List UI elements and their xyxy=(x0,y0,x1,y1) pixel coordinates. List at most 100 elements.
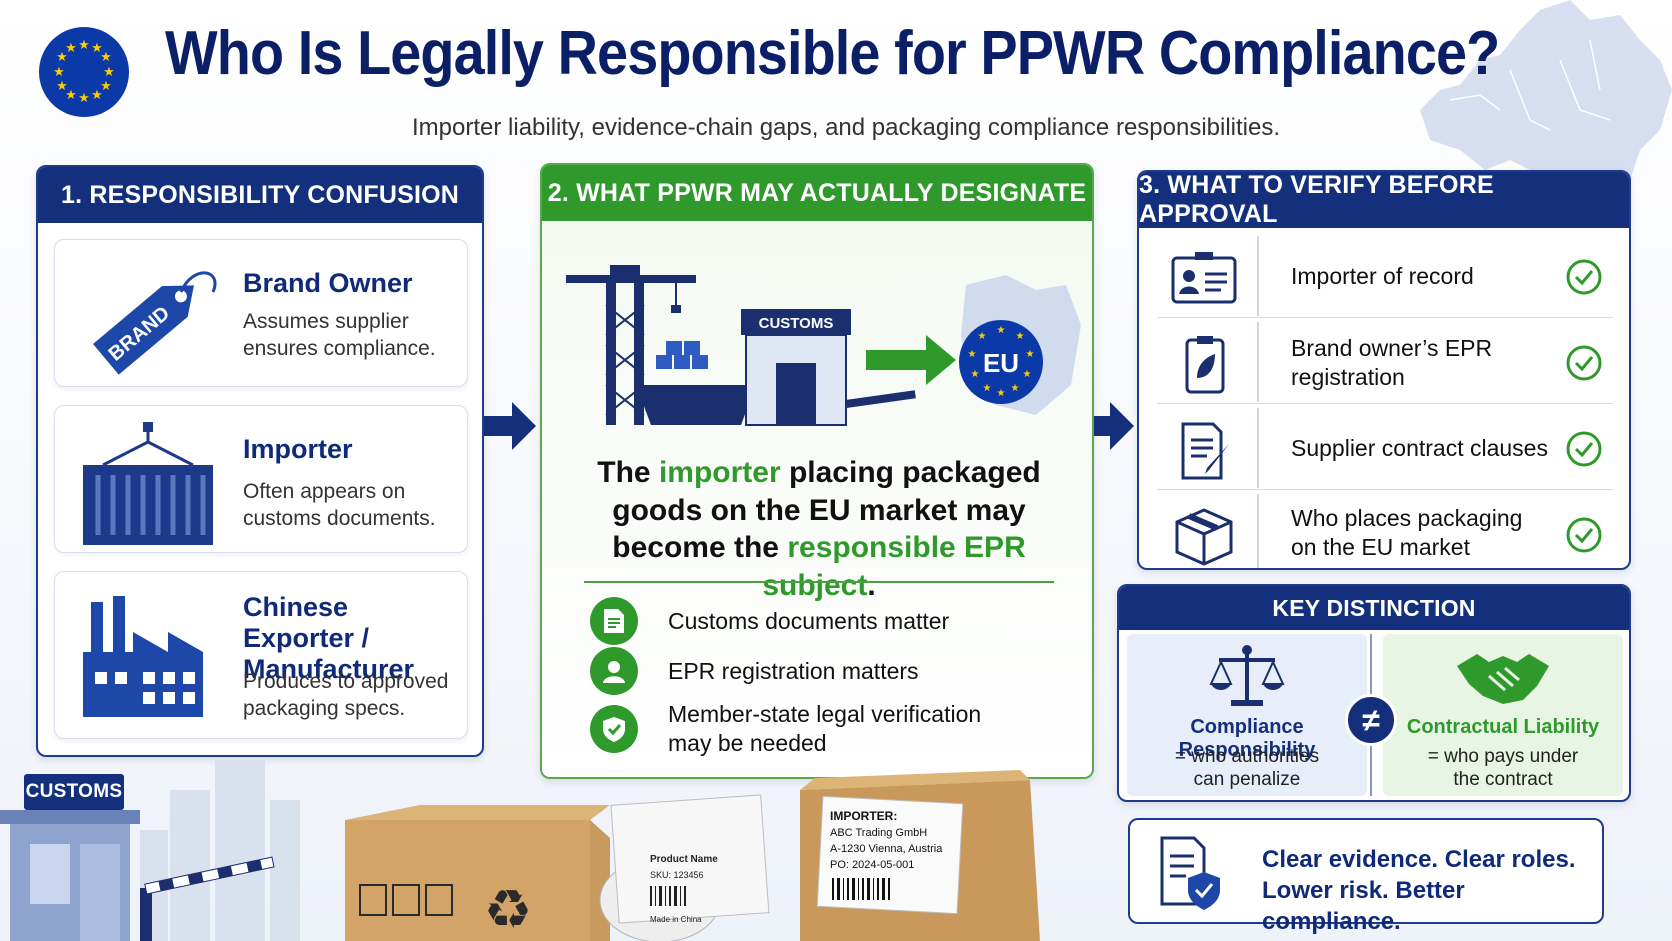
svg-text:★: ★ xyxy=(78,38,90,53)
id-card-icon xyxy=(1171,252,1237,304)
recycle-icon: ♻ xyxy=(484,878,532,941)
panel1-heading: 1. RESPONSIBILITY CONFUSION xyxy=(38,167,482,223)
shield-check-icon xyxy=(590,705,638,753)
not-equal-symbol: ≠ xyxy=(1345,694,1397,746)
svg-text:★: ★ xyxy=(1016,331,1025,342)
epr-registration-text: EPR registration matters xyxy=(668,657,919,684)
page-title: Who Is Legally Responsible for PPWR Comp… xyxy=(165,19,1500,88)
bottom-scene-illustration: ♻ Product Name SKU: 123456 Made in China… xyxy=(0,760,1040,941)
check-circle-icon xyxy=(1566,345,1602,381)
eu-seal-label: EU xyxy=(983,348,1019,378)
brand-owner-desc: Assumes supplier ensures compliance. xyxy=(243,310,436,361)
check-circle-icon xyxy=(1566,431,1602,467)
product-label-sku: SKU: 123456 xyxy=(650,870,704,880)
responsibility-confusion-panel: 1. RESPONSIBILITY CONFUSION BRAND Brand … xyxy=(36,165,484,757)
contract-pen-icon xyxy=(1181,422,1229,480)
customs-documents-item: Customs documents matter xyxy=(590,597,949,645)
importer-label-name: ABC Trading GmbH xyxy=(830,827,927,839)
brand-owner-card: BRAND Brand Owner Assumes supplier ensur… xyxy=(54,239,468,387)
page-subtitle: Importer liability, evidence-chain gaps,… xyxy=(412,114,1281,141)
contractual-liability-title: Contractual Liability xyxy=(1406,716,1600,738)
legal-verification-text: Member-state legal verification may be n… xyxy=(668,701,982,756)
exporter-desc: Produces to approved packaging specs. xyxy=(243,670,449,721)
svg-text:★: ★ xyxy=(78,91,90,106)
svg-text:★: ★ xyxy=(997,388,1006,399)
exporter-title: Chinese Exporter / Manufacturer xyxy=(243,592,415,685)
svg-text:★: ★ xyxy=(997,325,1006,336)
clipboard-leaf-icon xyxy=(1185,336,1225,394)
verify-row: Who places packaging on the EU market xyxy=(1157,490,1613,568)
svg-text:★: ★ xyxy=(1023,369,1032,380)
shipping-container-icon xyxy=(83,422,213,545)
green-arrow-icon xyxy=(866,335,956,385)
check-circle-icon xyxy=(1566,517,1602,553)
epr-registration-item: EPR registration matters xyxy=(590,647,919,695)
scales-icon xyxy=(1209,645,1285,706)
svg-text:★: ★ xyxy=(56,79,68,94)
customs-documents-text: Customs documents matter xyxy=(668,607,950,634)
product-label-origin: Made in China xyxy=(650,915,702,924)
panel2-heading: 2. WHAT PPWR MAY ACTUALLY DESIGNATE xyxy=(542,165,1092,221)
customs-sign: CUSTOMS xyxy=(24,774,124,810)
svg-text:★: ★ xyxy=(100,79,112,94)
svg-text:★: ★ xyxy=(978,331,987,342)
compliance-responsibility-desc: = who authorities can penalize xyxy=(1174,746,1320,790)
svg-text:★: ★ xyxy=(983,383,992,394)
svg-text:★: ★ xyxy=(971,369,980,380)
ppwr-designation-panel: 2. WHAT PPWR MAY ACTUALLY DESIGNATE CUST… xyxy=(540,163,1094,779)
summary-callout: Clear evidence. Clear roles. Lower risk.… xyxy=(1128,818,1604,935)
verify-supplier-contract: Supplier contract clauses xyxy=(1291,435,1548,461)
arrow-right-icon xyxy=(1082,402,1134,450)
document-icon xyxy=(590,597,638,645)
svg-text:★: ★ xyxy=(91,88,103,103)
svg-text:★: ★ xyxy=(103,65,115,80)
key-distinction-heading: KEY DISTINCTION xyxy=(1119,586,1629,630)
compliance-responsibility-box: Compliance Responsibility = who authorit… xyxy=(1127,634,1367,796)
contractual-liability-box: Contractual Liability = who pays under t… xyxy=(1383,634,1623,796)
svg-text:★: ★ xyxy=(1011,383,1020,394)
verify-row: Brand owner’s EPR registration xyxy=(1157,318,1613,404)
svg-text:★: ★ xyxy=(968,349,977,360)
svg-text:★: ★ xyxy=(1026,349,1035,360)
importer-desc: Often appears on customs documents. xyxy=(243,480,436,531)
verify-row: Supplier contract clauses xyxy=(1157,404,1613,490)
arrow-right-icon xyxy=(484,402,536,450)
cargo-ship-icon xyxy=(636,385,756,425)
check-circle-icon xyxy=(1566,259,1602,295)
document-shield-icon xyxy=(1160,836,1220,910)
svg-text:★: ★ xyxy=(65,41,77,56)
verify-row: Importer of record xyxy=(1157,232,1613,318)
verify-before-approval-panel: 3. WHAT TO VERIFY BEFORE APPROVAL Import… xyxy=(1137,170,1631,570)
exporter-card: Chinese Exporter / Manufacturer Produces… xyxy=(54,571,468,739)
handshake-icon xyxy=(1457,654,1549,704)
svg-text:★: ★ xyxy=(56,50,68,65)
importer-label-po: PO: 2024-05-001 xyxy=(830,859,914,871)
customs-building-label: CUSTOMS xyxy=(759,315,834,332)
importer-title: Importer xyxy=(243,434,353,464)
brand-tag-icon: BRAND xyxy=(93,271,217,375)
eu-seal-icon xyxy=(959,320,1043,404)
product-label-name: Product Name xyxy=(650,854,718,865)
verify-importer-of-record: Importer of record xyxy=(1291,263,1474,289)
europe-map-decoration xyxy=(1420,0,1672,190)
port-customs-eu-illustration: CUSTOMS ★★★ ★★★ ★★★ ★ EU xyxy=(566,265,1081,426)
ppwr-statement: The importer placing packaged goods on t… xyxy=(597,456,1041,602)
key-distinction-panel: KEY DISTINCTION Compliance Responsibilit… xyxy=(1117,584,1631,802)
importer-label-heading: IMPORTER: xyxy=(830,809,897,823)
svg-text:★: ★ xyxy=(53,65,65,80)
verify-who-places-packaging: Who places packaging on the EU market xyxy=(1291,505,1523,560)
svg-text:★: ★ xyxy=(65,88,77,103)
factory-icon xyxy=(83,596,203,717)
legal-verification-item: Member-state legal verification may be n… xyxy=(590,697,988,761)
compliance-responsibility-title: Compliance Responsibility xyxy=(1178,716,1316,761)
eu-flag-icon: ★★★ ★★★ ★★★ ★★★ xyxy=(39,27,129,117)
verify-brand-owner-epr: Brand owner’s EPR registration xyxy=(1291,335,1493,390)
person-icon xyxy=(590,647,638,695)
divider xyxy=(584,581,1054,583)
panel3-heading: 3. WHAT TO VERIFY BEFORE APPROVAL xyxy=(1139,172,1629,228)
brand-owner-title: Brand Owner xyxy=(243,268,413,298)
svg-text:★: ★ xyxy=(100,50,112,65)
package-box-icon xyxy=(1175,508,1233,566)
svg-text:★: ★ xyxy=(91,41,103,56)
summary-text: Clear evidence. Clear roles. Lower risk.… xyxy=(1262,846,1576,936)
